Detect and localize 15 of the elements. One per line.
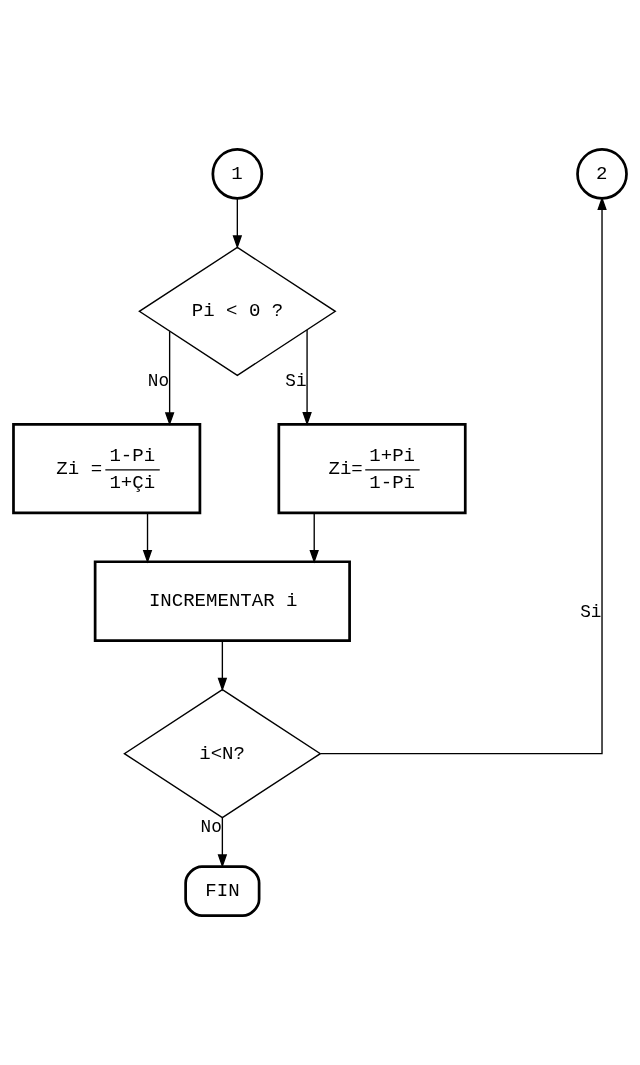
- node-box: FIN: [184, 865, 261, 917]
- arrow: [142, 512, 153, 564]
- arrow: [319, 196, 607, 755]
- edge-label: No: [200, 816, 222, 837]
- arrow: [217, 817, 228, 868]
- arrow: [302, 329, 312, 426]
- edge-label: Si: [580, 602, 602, 623]
- arrow: [217, 640, 228, 692]
- arrow: [164, 330, 175, 426]
- node-circle: 2: [576, 148, 628, 200]
- node-box: INCREMENTAR i: [93, 560, 351, 643]
- node-diamond: i<N?: [123, 688, 322, 819]
- arrow: [232, 197, 243, 249]
- node-circle: 1: [211, 148, 264, 200]
- arrow: [309, 512, 319, 564]
